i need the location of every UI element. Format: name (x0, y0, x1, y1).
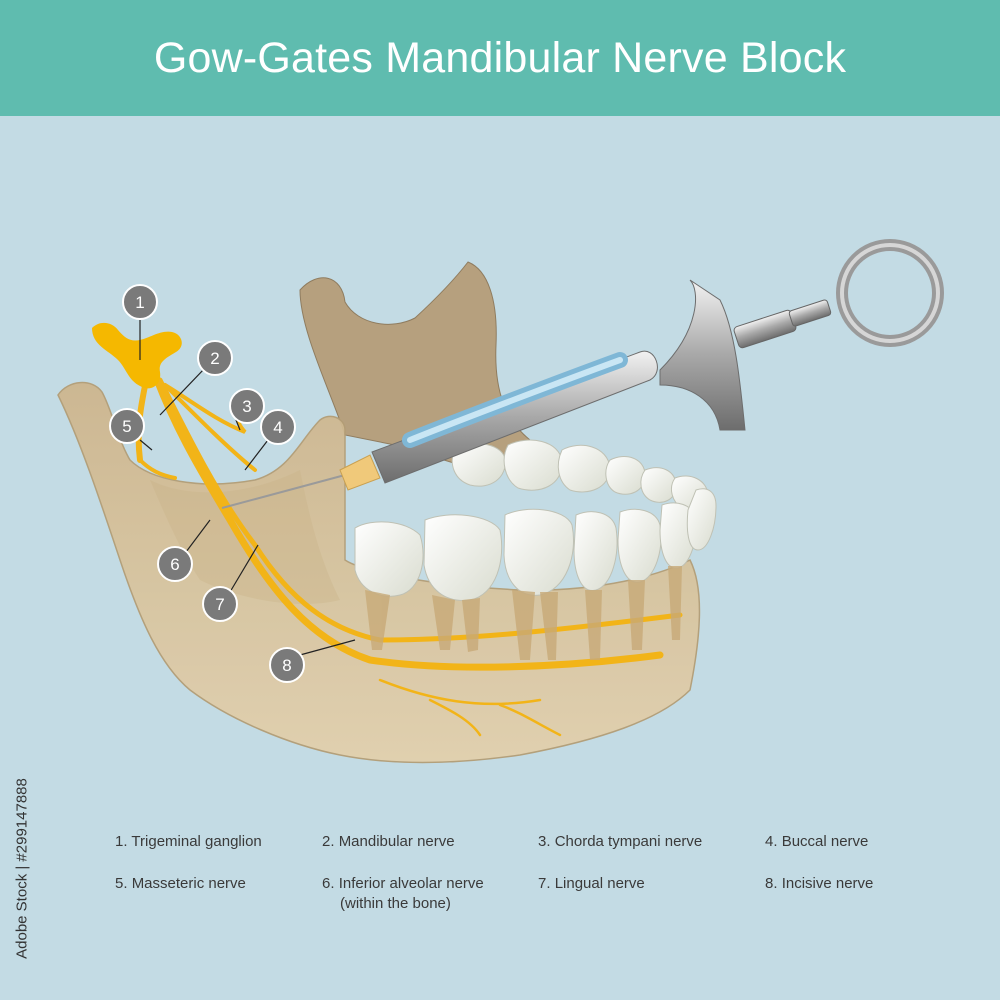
callout-6: 6 (158, 547, 192, 581)
legend-num-8: 8. (765, 875, 778, 892)
callout-4-text: 4 (273, 418, 282, 437)
legend-label-4: Buccal nerve (782, 833, 869, 850)
callout-1: 1 (123, 285, 157, 319)
callout-3-text: 3 (242, 397, 251, 416)
legend-item-3: 3. Chorda tympani nerve (538, 833, 702, 850)
legend-label-7: Lingual nerve (555, 875, 645, 892)
callout-2-text: 2 (210, 349, 219, 368)
callout-4: 4 (261, 410, 295, 444)
legend-label-2: Mandibular nerve (339, 833, 455, 850)
legend-item-8: 8. Incisive nerve (765, 875, 873, 892)
legend-item-6: 6. Inferior alveolar nerve (322, 875, 484, 892)
legend-item-5: 5. Masseteric nerve (115, 875, 246, 892)
callout-1-text: 1 (135, 293, 144, 312)
callout-7-text: 7 (215, 595, 224, 614)
legend-num-4: 4. (765, 833, 778, 850)
trigeminal-ganglion-shape (92, 323, 182, 388)
callout-2: 2 (198, 341, 232, 375)
legend-num-3: 3. (538, 833, 551, 850)
stock-watermark: Adobe Stock | #299147888 (12, 760, 32, 990)
legend-label-5: Masseteric nerve (132, 875, 246, 892)
legend-label-8: Incisive nerve (782, 875, 874, 892)
callout-8: 8 (270, 648, 304, 682)
legend-label-6: Inferior alveolar nerve (339, 875, 484, 892)
callout-6-text: 6 (170, 555, 179, 574)
callout-7: 7 (203, 587, 237, 621)
legend-item-4: 4. Buccal nerve (765, 833, 868, 850)
legend-num-6: 6. (322, 875, 335, 892)
legend-item-7: 7. Lingual nerve (538, 875, 645, 892)
legend-note-6: (within the bone) (340, 895, 451, 912)
legend-label-3: Chorda tympani nerve (555, 833, 703, 850)
callout-3: 3 (230, 389, 264, 423)
upper-teeth (452, 440, 708, 511)
callout-8-text: 8 (282, 656, 291, 675)
stock-id-text: Adobe Stock | #299147888 (14, 759, 31, 979)
legend-num-7: 7. (538, 875, 551, 892)
legend-item-2: 2. Mandibular nerve (322, 833, 455, 850)
legend-num-1: 1. (115, 833, 128, 850)
legend-num-5: 5. (115, 875, 128, 892)
legend-label-1: Trigeminal ganglion (131, 833, 261, 850)
callout-5: 5 (110, 409, 144, 443)
callout-5-text: 5 (122, 417, 131, 436)
legend-num-2: 2. (322, 833, 335, 850)
legend-item-1: 1. Trigeminal ganglion (115, 833, 262, 850)
